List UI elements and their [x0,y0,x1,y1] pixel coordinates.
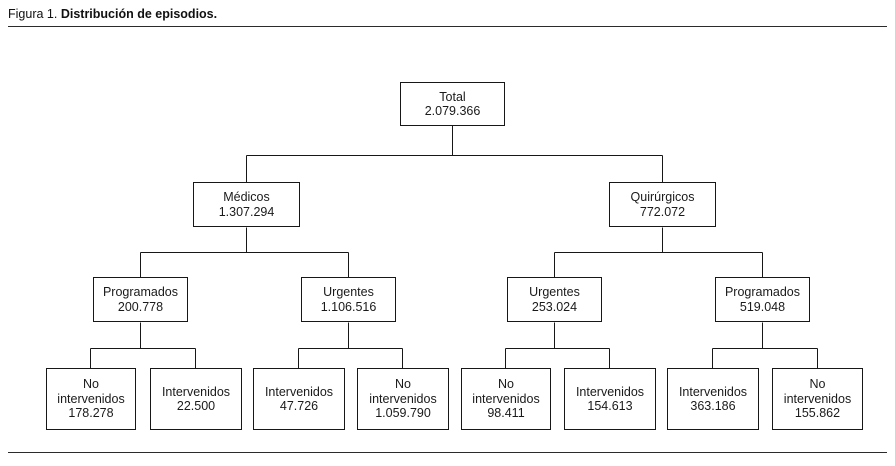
figure-divider-bottom [8,452,887,453]
leaf-4-value: 1.059.790 [375,406,431,421]
leaf-1-label: No intervenidos [57,377,125,406]
leaf-medicos-programados-no-intervenidos[interactable]: No intervenidos 178.278 [46,368,136,430]
leaf-medicos-urgentes-no-intervenidos[interactable]: No intervenidos 1.059.790 [357,368,449,430]
leaf-8-value: 155.862 [794,406,841,421]
caption-divider-top [8,26,887,27]
leaf-quirurgicos-programados-no-intervenidos[interactable]: No intervenidos 155.862 [772,368,863,430]
node-quirurgicos-urgentes-label: Urgentes [529,285,580,299]
node-quirurgicos[interactable]: Quirúrgicos 772.072 [609,182,716,227]
node-medicos-urgentes[interactable]: Urgentes 1.106.516 [301,277,396,322]
leaf-quirurgicos-programados-intervenidos[interactable]: Intervenidos 363.186 [667,368,759,430]
node-quirurgicos-urgentes[interactable]: Urgentes 253.024 [507,277,602,322]
node-quirurgicos-label: Quirúrgicos [630,190,695,204]
node-medicos[interactable]: Médicos 1.307.294 [193,182,300,227]
node-total[interactable]: Total 2.079.366 [400,82,505,126]
node-quirurgicos-programados[interactable]: Programados 519.048 [715,277,810,322]
figure-caption-title: Distribución de episodios. [60,7,218,21]
leaf-5-value: 98.411 [487,406,525,421]
node-medicos-value: 1.307.294 [218,204,275,219]
figure-caption: Figura 1. Distribución de episodios. [8,7,217,21]
leaf-quirurgicos-urgentes-no-intervenidos[interactable]: No intervenidos 98.411 [461,368,551,430]
leaf-quirurgicos-urgentes-intervenidos[interactable]: Intervenidos 154.613 [564,368,656,430]
leaf-4-label: No intervenidos [369,377,437,406]
episode-distribution-tree: Total 2.079.366 Médicos 1.307.294 Quirúr… [0,30,895,448]
node-medicos-urgentes-label: Urgentes [323,285,374,299]
leaf-3-label: Intervenidos [264,384,334,399]
node-medicos-programados-value: 200.778 [117,299,164,314]
leaf-2-value: 22.500 [176,399,216,413]
leaf-7-value: 363.186 [690,399,736,413]
node-total-value: 2.079.366 [424,104,481,118]
leaf-6-label: Intervenidos [575,384,645,399]
node-quirurgicos-urgentes-value: 253.024 [531,299,578,314]
node-medicos-label: Médicos [223,190,270,204]
node-quirurgicos-programados-label: Programados [724,285,801,299]
figure-caption-label: Figura 1. [8,7,58,21]
leaf-3-value: 47.726 [279,399,319,413]
node-medicos-programados-label: Programados [102,285,179,299]
leaf-8-label: No intervenidos [783,377,852,406]
leaf-medicos-urgentes-intervenidos[interactable]: Intervenidos 47.726 [253,368,345,430]
leaf-7-label: Intervenidos [678,384,748,399]
node-medicos-programados[interactable]: Programados 200.778 [93,277,188,322]
node-medicos-urgentes-value: 1.106.516 [320,299,377,314]
node-quirurgicos-programados-value: 519.048 [739,299,786,314]
leaf-6-value: 154.613 [587,399,633,413]
leaf-medicos-programados-intervenidos[interactable]: Intervenidos 22.500 [150,368,242,430]
leaf-1-value: 178.278 [68,406,114,421]
leaf-2-label: Intervenidos [161,384,231,399]
node-total-label: Total [439,89,466,104]
leaf-5-label: No intervenidos [472,377,540,406]
node-quirurgicos-value: 772.072 [639,204,686,219]
